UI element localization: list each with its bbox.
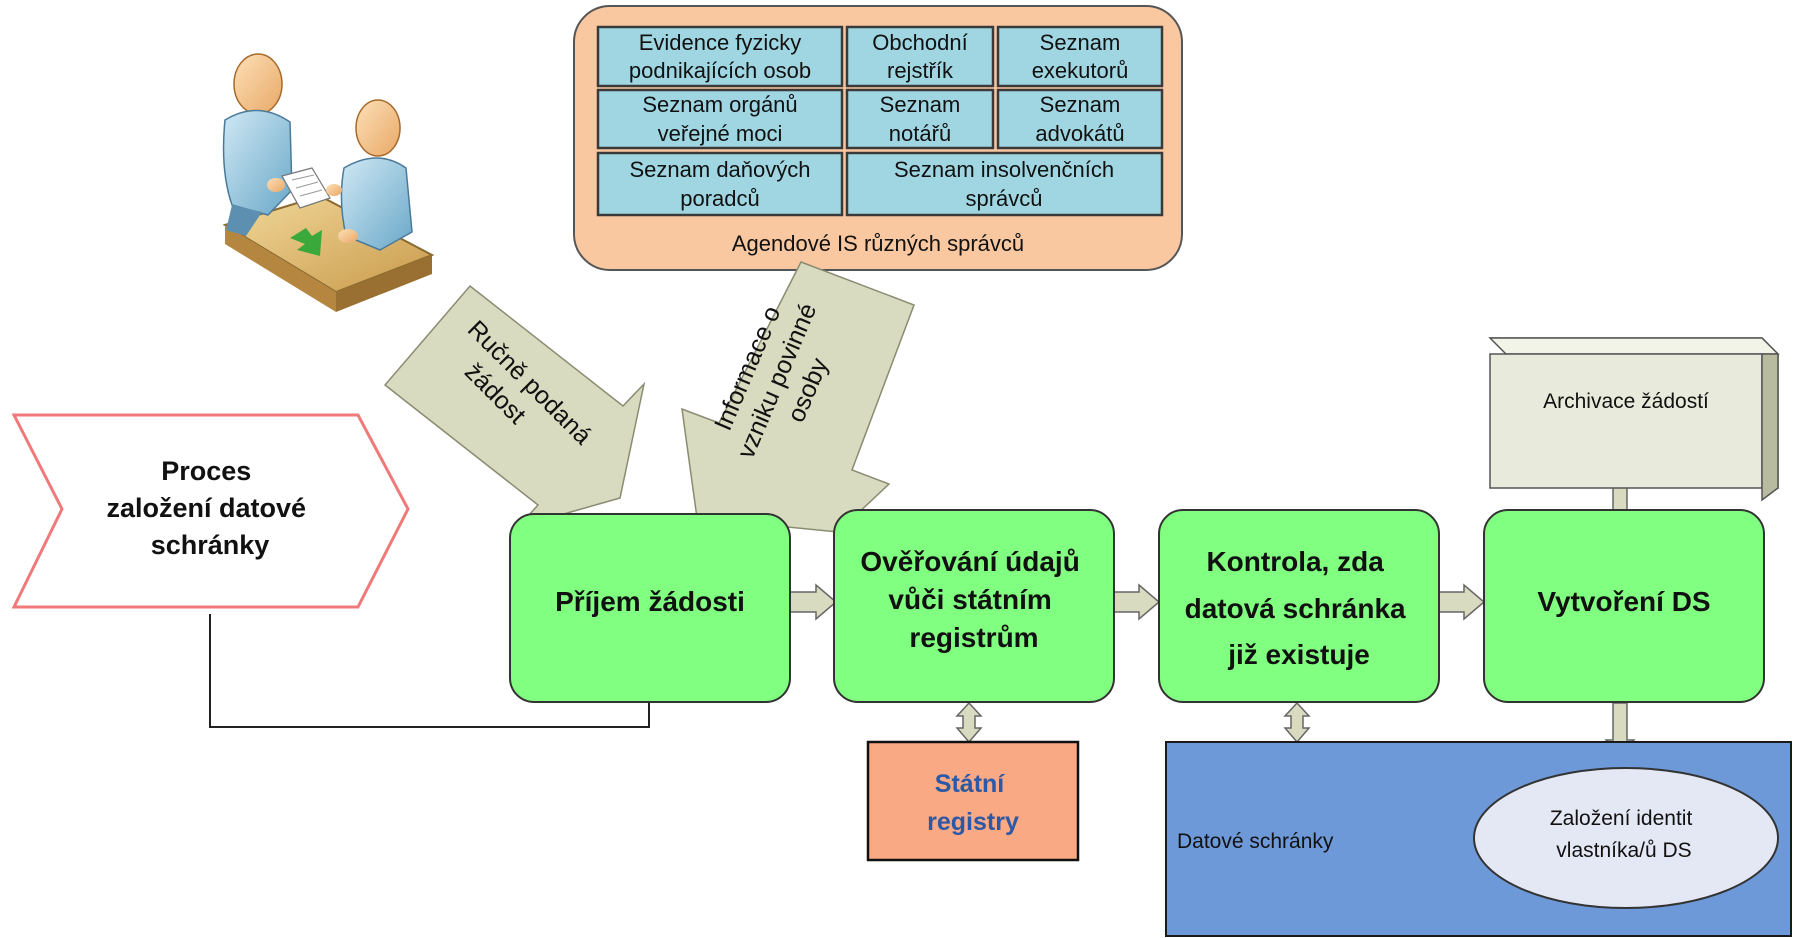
step-verify-registers: Ověřování údajů vůči státním registrům <box>833 509 1115 703</box>
agenda-cell-label: poradců <box>680 186 760 211</box>
agenda-cell-label: Seznam <box>880 92 961 117</box>
svg-text:Kontrola, zda datová sch: Kontrola, zda datová schránka již existu… <box>1185 546 1414 670</box>
agenda-cell <box>596 88 844 150</box>
people-meeting-icon <box>222 53 435 312</box>
agenda-cell-label: podnikajících osob <box>629 58 811 83</box>
agenda-cell-label: exekutorů <box>1032 58 1129 83</box>
agenda-cell-label: Evidence fyzicky <box>639 30 802 55</box>
process-connector-line <box>209 614 650 728</box>
agenda-cell-label: Seznam daňových <box>630 157 811 182</box>
step-label: Příjem žádosti <box>555 586 745 617</box>
svg-text:Příjem žádosti: Příjem žádosti <box>555 586 745 617</box>
agenda-cell-label: Obchodní <box>872 30 967 55</box>
agenda-cell <box>845 25 995 88</box>
registry-label: Státní <box>935 770 1006 798</box>
step-label: vůči státním <box>888 584 1051 615</box>
process-shape: Proces založení datové schránky <box>11 413 410 609</box>
step-label: Kontrola, zda <box>1206 546 1384 577</box>
process-label-line: založení datové <box>106 493 306 523</box>
databox-block: Datové schránky Založení identit vlastní… <box>1165 741 1792 937</box>
process-label-line: schránky <box>151 530 270 560</box>
agenda-cell-label: Seznam <box>1040 30 1121 55</box>
identities-label: Založení identit <box>1550 807 1693 830</box>
svg-text:Vytvoření DS: Vytvoření DS <box>1537 586 1710 617</box>
svg-text:Státní registry: Státní registry <box>927 770 1019 836</box>
archive-label: Archivace žádostí <box>1543 390 1709 413</box>
arrow-manual-request: Ručně podaná žádost <box>383 284 646 529</box>
step-label: již existuje <box>1227 639 1370 670</box>
agenda-cell-label: Seznam <box>1040 92 1121 117</box>
flow-arrow <box>789 583 1486 621</box>
agenda-cell-label: notářů <box>889 121 951 146</box>
identities-label: vlastníka/ů DS <box>1556 839 1691 862</box>
agenda-cell <box>596 151 844 217</box>
process-label-line: Proces <box>161 456 251 486</box>
archive-box: Archivace žádostí <box>1488 337 1780 502</box>
state-registry-box: Státní registry <box>866 740 1080 862</box>
agenda-cell <box>845 151 1164 217</box>
agenda-cell-label: advokátů <box>1035 121 1124 146</box>
step-check-databox-exists: Kontrola, zda datová schránka již existu… <box>1158 509 1440 703</box>
agenda-cell <box>996 88 1164 150</box>
svg-text:Založení identit vlastní: Založení identit vlastníka/ů DS <box>1550 807 1698 862</box>
agenda-cell-label: správců <box>965 186 1042 211</box>
identities-ellipse <box>1473 767 1779 909</box>
agenda-cell <box>596 25 844 88</box>
step-label: Ověřování údajů <box>860 546 1079 577</box>
databox-label: Datové schránky <box>1177 830 1334 853</box>
step-label: registrům <box>909 622 1038 653</box>
step-label: Vytvoření DS <box>1537 586 1710 617</box>
step-create-ds: Vytvoření DS <box>1483 509 1765 703</box>
arrow-obligated-person-info: Informace o vzniku povinné osoby <box>681 261 915 533</box>
svg-text:Ověřování údajů vůči stá: Ověřování údajů vůči státním registrům <box>860 546 1087 653</box>
agenda-caption: Agendové IS různých správců <box>732 231 1024 256</box>
step-label: datová schránka <box>1185 593 1406 624</box>
agenda-cell-label: veřejné moci <box>658 121 783 146</box>
svg-text:Proces založení datové: Proces založení datové schránky <box>106 456 313 560</box>
agenda-is-group: Evidence fyzicky podnikajících osob Obcho… <box>573 5 1183 271</box>
agenda-cell <box>996 25 1164 88</box>
step-receive-request: Příjem žádosti <box>509 513 791 703</box>
agenda-cell-label: rejstřík <box>887 58 954 83</box>
agenda-cell-label: Seznam orgánů <box>642 92 797 117</box>
registry-label: registry <box>927 808 1019 836</box>
agenda-cell-label: Seznam insolvenčních <box>894 157 1114 182</box>
agenda-cell <box>845 88 995 150</box>
